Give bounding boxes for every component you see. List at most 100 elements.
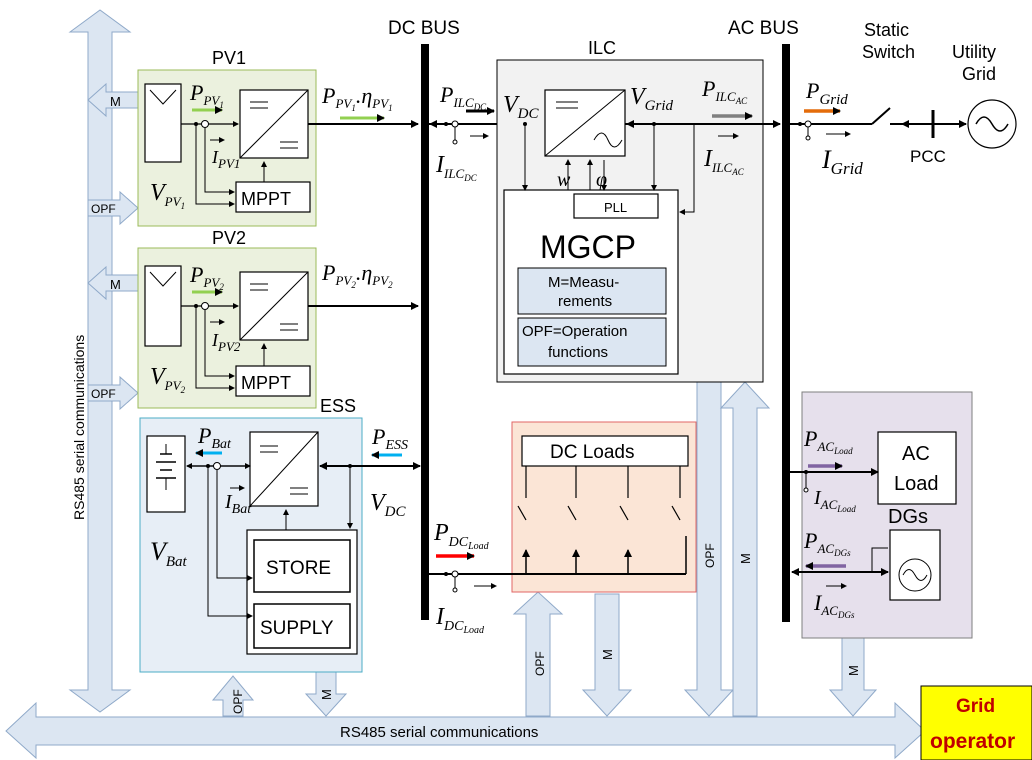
pv1-mppt-box bbox=[235, 181, 311, 213]
pv1-mppt-label: MPPT bbox=[241, 189, 291, 209]
svg-text:PACLoad: PACLoad bbox=[803, 426, 853, 456]
pv2-title: PV2 bbox=[212, 228, 246, 248]
grid-operator-box: Grid operator bbox=[920, 685, 1032, 760]
svg-text:PGrid: PGrid bbox=[805, 78, 848, 108]
ac-bus: AC BUS bbox=[728, 18, 799, 622]
svg-text:OPF: OPF bbox=[91, 387, 116, 401]
svg-text:PBat: PBat bbox=[197, 423, 232, 452]
rs485-bottom-bus: RS485 serial communications bbox=[5, 701, 926, 760]
svg-text:OPF: OPF bbox=[231, 689, 245, 714]
store-box bbox=[253, 539, 351, 593]
svg-text:VPV2: VPV2 bbox=[150, 364, 186, 395]
pv2-panel-icon bbox=[144, 265, 182, 347]
dg-generator-icon bbox=[889, 529, 941, 601]
grid-operator-label-1: Grid bbox=[956, 696, 995, 717]
dcload-m-arrow: M bbox=[581, 593, 633, 717]
dc-loads-block: DC Loads PDCLoad IDCLoad bbox=[428, 421, 697, 636]
utility-grid-icon bbox=[967, 99, 1017, 149]
ilc-block: ILC VDC VGrid PLL MGCP M=Measu- rements … bbox=[496, 38, 764, 383]
acside-m-arrow: M bbox=[828, 637, 878, 717]
ilc-title: ILC bbox=[588, 38, 616, 58]
pv2-mppt-box bbox=[235, 365, 311, 397]
svg-text:VGrid: VGrid bbox=[630, 84, 674, 114]
load-switch-1 bbox=[517, 466, 530, 574]
pv2-converter-icon bbox=[239, 271, 309, 341]
svg-text:PILCAC: PILCAC bbox=[701, 76, 748, 106]
supply-box bbox=[253, 603, 351, 649]
dc-bus-label: DC BUS bbox=[388, 18, 460, 39]
svg-text:OPF: OPF bbox=[533, 651, 547, 676]
svg-text:OPF=Operation: OPF=Operation bbox=[522, 323, 627, 340]
load-switch-3 bbox=[619, 466, 632, 574]
dc-loads-title: DC Loads bbox=[550, 442, 635, 463]
ac-load-label-2: Load bbox=[894, 473, 939, 495]
svg-text:VBat: VBat bbox=[150, 537, 188, 570]
pv2-mppt-label: MPPT bbox=[241, 373, 291, 393]
static-switch-label-1: Static bbox=[864, 20, 909, 40]
ess-output-line: PESS VDC bbox=[319, 424, 421, 520]
opf-definition-box bbox=[517, 317, 667, 367]
battery-icon bbox=[146, 435, 186, 513]
svg-text:IDCLoad: IDCLoad bbox=[435, 604, 485, 636]
pv1-title: PV1 bbox=[212, 48, 246, 68]
svg-text:M: M bbox=[846, 665, 861, 676]
svg-text:functions: functions bbox=[548, 344, 608, 361]
rs485-bottom-label: RS485 serial communications bbox=[340, 724, 538, 741]
ilc-m-arrow: M bbox=[719, 381, 771, 717]
pv2-output-line: PPV2.ηPV2 bbox=[308, 260, 419, 310]
dcload-opf-arrow: OPF bbox=[512, 591, 564, 717]
ilc-opf-arrow: OPF bbox=[683, 381, 735, 717]
svg-text:rements: rements bbox=[558, 293, 612, 310]
rs485-left-label: RS485 serial communications bbox=[71, 335, 87, 520]
m-definition-box bbox=[517, 267, 667, 315]
svg-text:OPF: OPF bbox=[703, 543, 717, 568]
svg-text:IPV1: IPV1 bbox=[211, 147, 240, 171]
svg-text:M=Measu-: M=Measu- bbox=[548, 274, 619, 291]
utility-grid-label-1: Utility bbox=[952, 42, 996, 62]
ess-opf-arrow: OPF bbox=[211, 675, 255, 717]
grid-operator-label-2: operator bbox=[930, 730, 1015, 753]
svg-text:w: w bbox=[557, 169, 571, 191]
svg-text:PPV1: PPV1 bbox=[189, 80, 224, 110]
ess-block: ESS STORE SUPPLY bbox=[139, 396, 363, 673]
svg-text:PILCDC: PILCDC bbox=[439, 82, 487, 112]
svg-text:IACDGs: IACDGs bbox=[813, 590, 855, 620]
svg-text:PACDGs: PACDGs bbox=[803, 528, 851, 558]
svg-text:PPV1.ηPV1: PPV1.ηPV1 bbox=[321, 83, 393, 113]
svg-text:VDC: VDC bbox=[503, 92, 540, 122]
pv1-opf-arrow: OPF bbox=[87, 190, 139, 226]
svg-text:φ: φ bbox=[596, 169, 607, 191]
dc-bus: DC BUS bbox=[388, 18, 460, 620]
svg-text:M: M bbox=[110, 94, 121, 109]
pv2-block: PV2 MPPT PPV2 IPV2 VPV2 bbox=[137, 228, 317, 409]
svg-text:IPV2: IPV2 bbox=[211, 330, 241, 354]
pv1-block: PV1 MPPT PPV1 IPV1 VPV1 bbox=[137, 48, 317, 227]
ess-title: ESS bbox=[320, 396, 356, 416]
ilc-ac-connection: PILCAC IILCAC bbox=[625, 76, 781, 177]
svg-text:M: M bbox=[319, 689, 334, 700]
svg-text:IILCDC: IILCDC bbox=[435, 152, 478, 183]
dgs-label: DGs bbox=[888, 506, 928, 528]
pv1-panel-icon bbox=[144, 83, 182, 163]
svg-text:IGrid: IGrid bbox=[821, 145, 863, 178]
rs485-left-bus: RS485 serial communications bbox=[68, 9, 132, 713]
ess-m-arrow: M bbox=[304, 671, 348, 717]
dc-loads-title-box bbox=[521, 435, 689, 467]
ac-bus-label: AC BUS bbox=[728, 18, 799, 39]
pcc-label: PCC bbox=[910, 147, 946, 166]
svg-text:VPV1: VPV1 bbox=[150, 180, 185, 211]
pv2-opf-arrow: OPF bbox=[87, 375, 139, 411]
svg-text:PDCLoad: PDCLoad bbox=[433, 520, 490, 552]
ilc-dc-connection: PILCDC IILCDC bbox=[428, 82, 541, 183]
svg-text:M: M bbox=[738, 553, 753, 564]
pv1-output-line: PPV1.ηPV1 bbox=[308, 83, 419, 128]
svg-text:IACLoad: IACLoad bbox=[813, 487, 856, 514]
ac-load-label-1: AC bbox=[902, 443, 930, 465]
pv1-converter-icon bbox=[239, 89, 309, 159]
svg-text:OPF: OPF bbox=[91, 202, 116, 216]
ac-side-block: AC Load DGs PACLoad IACLoad PACDGs IACDG… bbox=[790, 391, 973, 639]
ac-load-box bbox=[877, 431, 957, 505]
svg-text:PESS: PESS bbox=[371, 424, 408, 453]
